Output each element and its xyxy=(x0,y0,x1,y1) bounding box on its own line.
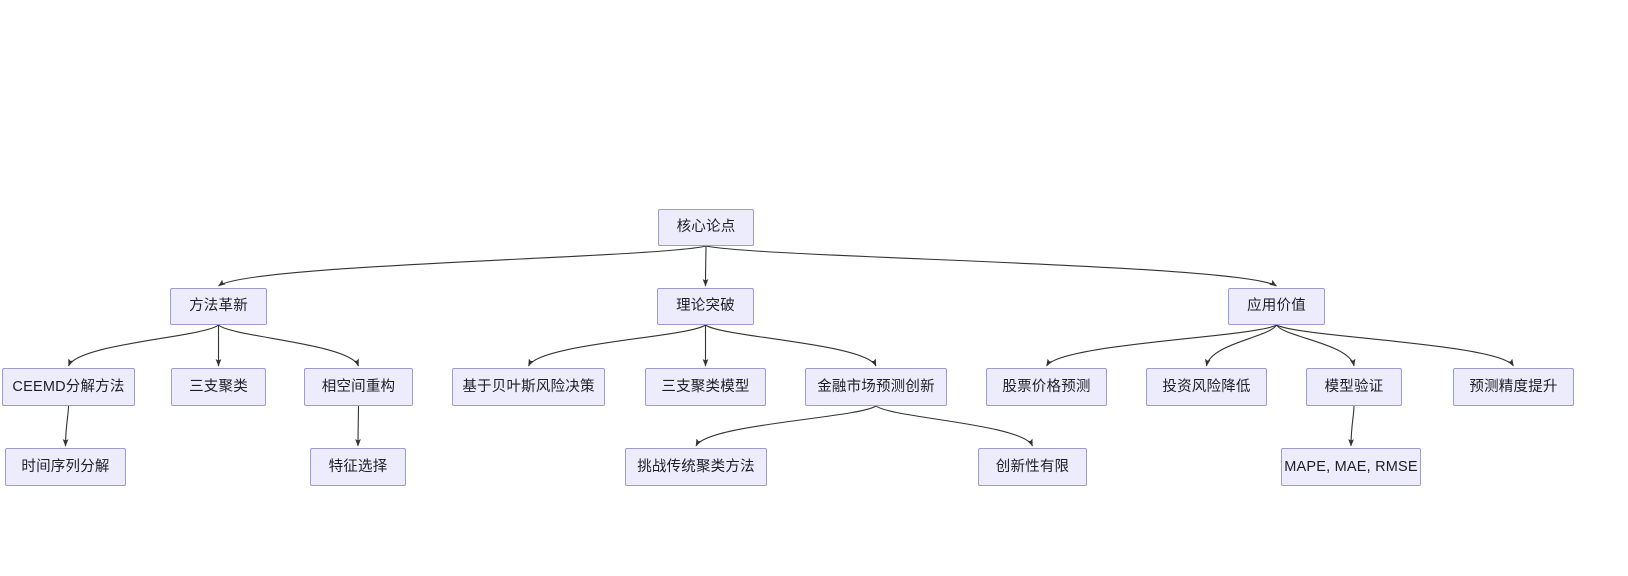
node-label: 模型验证 xyxy=(1324,378,1384,395)
edge-finance-to-limited xyxy=(875,405,1034,447)
node-label: 预测精度提升 xyxy=(1469,378,1558,395)
node-label: 方法革新 xyxy=(189,298,248,315)
edge-finance-to-challenge xyxy=(695,405,877,447)
node-label: CEEMD分解方法 xyxy=(12,378,125,395)
node-label: 特征选择 xyxy=(328,458,388,475)
edge-application-to-validate xyxy=(1276,324,1356,367)
edge-root-to-method xyxy=(218,245,707,287)
edge-application-to-accuracy xyxy=(1276,324,1514,367)
edge-ceemd-to-tsdecomp xyxy=(62,405,70,447)
node-theory[interactable]: 理论突破 xyxy=(657,288,754,325)
node-ceemd[interactable]: CEEMD分解方法 xyxy=(2,368,135,406)
edge-method-to-phase xyxy=(218,324,360,367)
edge-application-to-risk xyxy=(1204,324,1277,367)
node-label: 股票价格预测 xyxy=(1002,378,1091,395)
node-risk[interactable]: 投资风险降低 xyxy=(1146,368,1267,406)
edge-paths xyxy=(62,245,1514,447)
node-label: 三支聚类 xyxy=(189,378,248,395)
node-label: 投资风险降低 xyxy=(1162,378,1251,395)
node-label: 挑战传统聚类方法 xyxy=(637,458,755,475)
node-limited[interactable]: 创新性有限 xyxy=(978,448,1087,486)
node-tsdecomp[interactable]: 时间序列分解 xyxy=(5,448,126,486)
node-bayes[interactable]: 基于贝叶斯风险决策 xyxy=(452,368,605,406)
node-label: 基于贝叶斯风险决策 xyxy=(462,378,595,395)
edge-phase-to-feature xyxy=(355,405,361,447)
node-phase[interactable]: 相空间重构 xyxy=(304,368,413,406)
node-root[interactable]: 核心论点 xyxy=(658,209,754,246)
edge-theory-to-finance xyxy=(705,324,877,367)
node-challenge[interactable]: 挑战传统聚类方法 xyxy=(625,448,767,486)
node-threewaym[interactable]: 三支聚类模型 xyxy=(645,368,766,406)
node-label: MAPE, MAE, RMSE xyxy=(1284,458,1418,475)
node-stock[interactable]: 股票价格预测 xyxy=(986,368,1107,406)
node-label: 理论突破 xyxy=(676,298,735,315)
node-feature[interactable]: 特征选择 xyxy=(310,448,406,486)
node-accuracy[interactable]: 预测精度提升 xyxy=(1453,368,1574,406)
edge-root-to-theory xyxy=(702,245,709,287)
node-label: 时间序列分解 xyxy=(21,458,110,475)
node-label: 创新性有限 xyxy=(995,458,1070,475)
edge-validate-to-metrics xyxy=(1348,405,1355,447)
node-method[interactable]: 方法革新 xyxy=(170,288,267,325)
edge-application-to-stock xyxy=(1046,324,1277,367)
node-label: 三支聚类模型 xyxy=(661,378,750,395)
edge-theory-to-bayes xyxy=(528,324,706,367)
node-label: 核心论点 xyxy=(676,219,736,236)
node-validate[interactable]: 模型验证 xyxy=(1306,368,1402,406)
node-label: 应用价值 xyxy=(1247,298,1306,315)
node-metrics[interactable]: MAPE, MAE, RMSE xyxy=(1281,448,1421,486)
node-label: 相空间重构 xyxy=(321,378,396,395)
node-threeway[interactable]: 三支聚类 xyxy=(171,368,266,406)
edge-root-to-application xyxy=(705,245,1277,287)
node-application[interactable]: 应用价值 xyxy=(1228,288,1325,325)
node-finance[interactable]: 金融市场预测创新 xyxy=(805,368,947,406)
edge-method-to-ceemd xyxy=(67,324,219,367)
node-label: 金融市场预测创新 xyxy=(817,378,935,395)
